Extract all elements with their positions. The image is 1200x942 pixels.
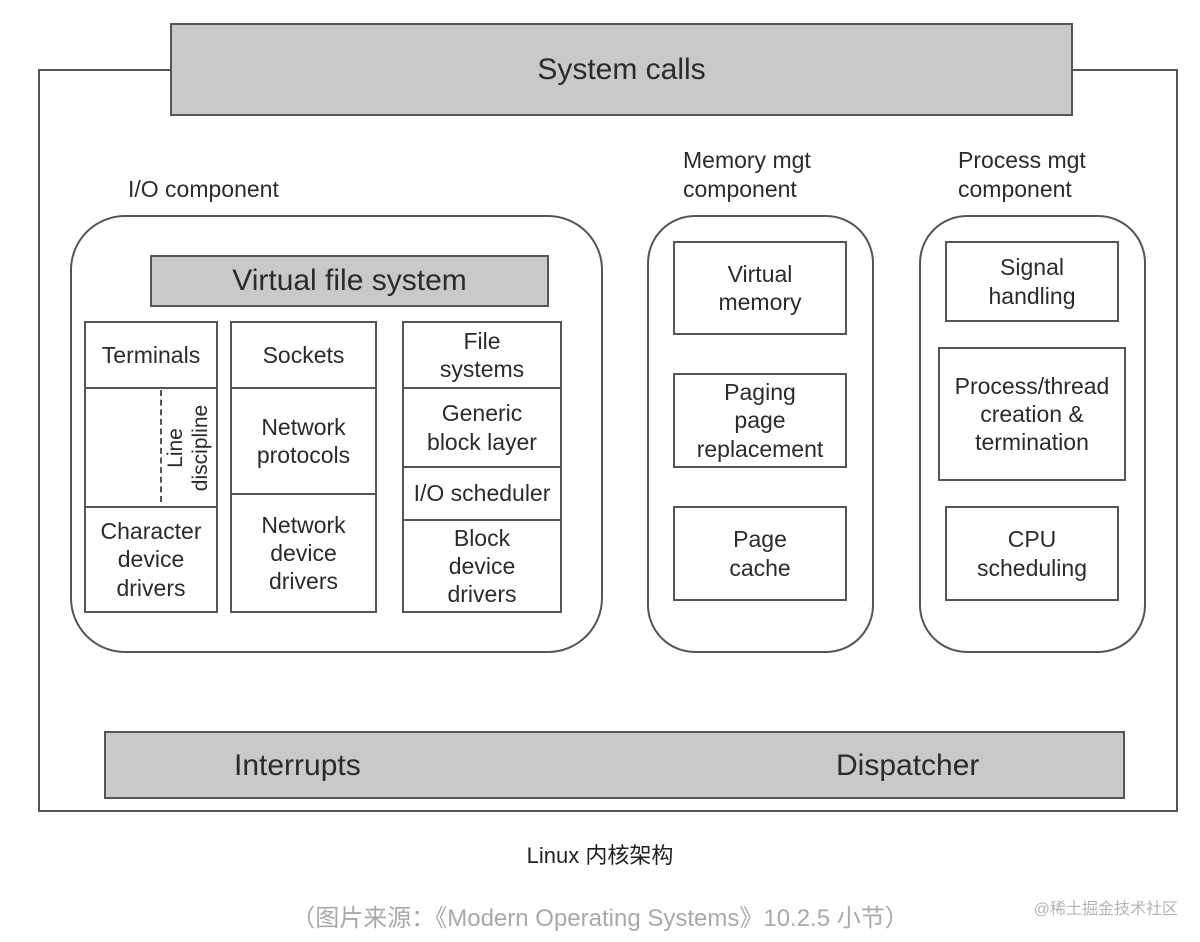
text-line: drivers (116, 574, 186, 601)
text-line: CPU (1007, 526, 1057, 553)
text-line: Block (453, 524, 511, 551)
line-discipline-divider (160, 390, 162, 502)
text-line: Network (261, 511, 346, 538)
watermark: @稀土掘金技术社区 (1033, 901, 1178, 918)
text-line: Network (261, 413, 346, 440)
text-line: block layer (427, 428, 537, 455)
text-line: component (683, 175, 797, 202)
text-line: Virtual (727, 260, 793, 287)
interrupts-dispatcher-layer: Interrupts Dispatcher (104, 731, 1125, 799)
text-line: Paging (724, 379, 796, 406)
text-line: Signal (1000, 254, 1064, 281)
virtual-file-system: Virtual file system (150, 255, 549, 307)
text-line: drivers (268, 568, 338, 595)
system-calls-label: System calls (537, 52, 706, 86)
system-calls-layer: System calls (170, 23, 1073, 116)
text-line: Character (100, 518, 202, 545)
text-line: Memory mgt (683, 147, 811, 173)
text-line: protocols (256, 442, 351, 468)
text-line: drivers (447, 581, 517, 608)
text-line: termination (975, 429, 1089, 456)
text-line: replacement (696, 435, 824, 462)
line-discipline-line-2: discipline (189, 404, 212, 491)
text-line: device (270, 539, 337, 566)
text-line: handling (988, 282, 1076, 309)
text-line: component (958, 175, 1072, 202)
sockets-box: Sockets (230, 321, 377, 389)
figure-source: （图片来源：《Modern Operating Systems》10.2.5 小… (291, 905, 909, 932)
text-line: Page (733, 526, 787, 553)
vfs-label: Virtual file system (232, 264, 467, 297)
interrupts-label: Interrupts (234, 749, 361, 782)
text-line: Generic (441, 400, 523, 427)
text-line: systems (439, 356, 525, 382)
sockets-label: Sockets (262, 341, 345, 368)
text-line: cache (729, 554, 791, 581)
terminals-label: Terminals (101, 341, 201, 368)
text-line: creation & (980, 400, 1084, 427)
text-line: device (117, 546, 185, 573)
text-line: File (463, 327, 501, 354)
text-line: Process/thread (954, 372, 1110, 399)
text-line: page (734, 407, 786, 434)
line-discipline-line-1: Line (163, 427, 187, 468)
line-discipline-box (84, 387, 218, 508)
io-scheduler-box: I/O scheduler (402, 466, 562, 521)
terminals-box: Terminals (84, 321, 218, 389)
text-line: device (448, 552, 516, 579)
dispatcher-label: Dispatcher (836, 749, 980, 782)
text-line: Process mgt (958, 147, 1086, 173)
io-scheduler-label: I/O scheduler (413, 480, 551, 507)
io-component-label: I/O component (128, 176, 279, 202)
text-line: memory (718, 289, 802, 315)
text-line: scheduling (977, 554, 1087, 581)
figure-caption: Linux 内核架构 (526, 843, 674, 868)
